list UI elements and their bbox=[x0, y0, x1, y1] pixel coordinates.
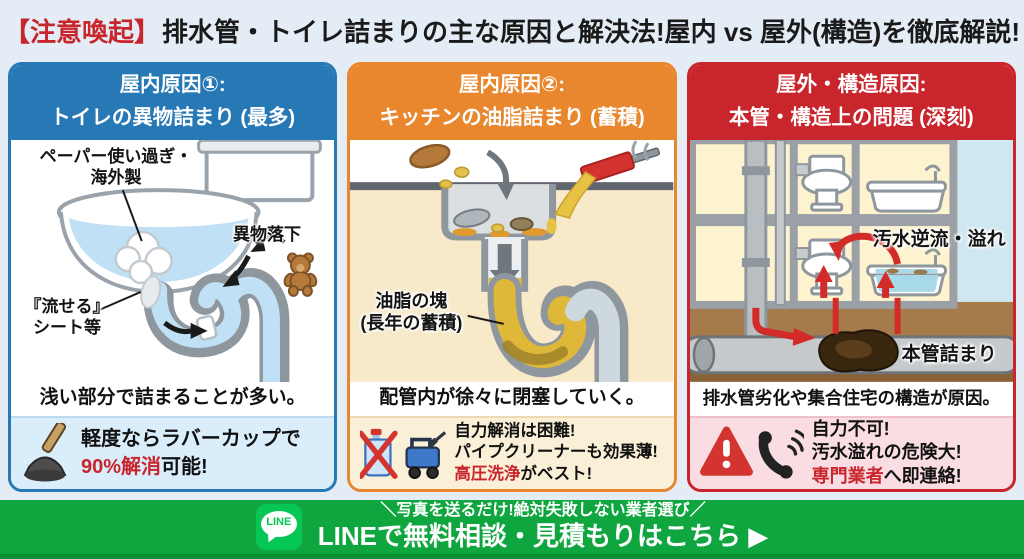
remedy-line1: 自力解消は困難! bbox=[454, 421, 576, 440]
cta-tagline: ＼写真を送るだけ!絶対失敗しない業者選び／ bbox=[380, 502, 706, 520]
panel-outdoor-structural: 屋外・構造原因: 本管・構造上の問題 (深刻) bbox=[686, 62, 1016, 492]
remedy-line3: 高圧洗浄がベスト! bbox=[454, 465, 593, 484]
title-main: 排水管・トイレ詰まりの主な原因と解決法!屋内 vs 屋外(構造)を徹底解説! bbox=[162, 16, 1021, 47]
label-paper-overuse: ペーパー使い過ぎ・ 海外製 bbox=[39, 146, 193, 187]
no-pipe-cleaner-and-pressure-washer-icon bbox=[360, 429, 447, 480]
panel-indoor-toilet-caption: 浅い部分で詰まることが多い。 bbox=[11, 381, 335, 416]
panel-indoor-toilet: 屋内原因①: トイレの異物詰まり (最多) bbox=[8, 62, 338, 492]
panel-header-line2: 本管・構造上の問題 (深刻) bbox=[728, 105, 974, 129]
remedy-line2: 汚水溢れの危険大! bbox=[811, 442, 962, 463]
panel-kitchen-grease-footer: 自力解消は困難! パイプクリーナーも効果薄! 高圧洗浄がベスト! bbox=[350, 415, 674, 489]
panel-header-line1: 屋内原因①: bbox=[119, 73, 226, 96]
panel-header-line1: 屋内原因②: bbox=[458, 73, 566, 96]
label-grease-lump: 油脂の塊 (長年の蓄積) bbox=[360, 290, 463, 334]
panel-kitchen-grease-header: 屋内原因②: キッチンの油脂詰まり (蓄積) bbox=[350, 65, 674, 140]
remedy-line2: 90%解消可能! bbox=[81, 456, 208, 479]
label-falling-object: 異物落下 bbox=[233, 224, 301, 244]
panels-row: 屋内原因①: トイレの異物詰まり (最多) bbox=[8, 62, 1016, 492]
label-flushable-sheet: 『流せる』 シート等 bbox=[24, 296, 110, 337]
line-icon-label: LINE bbox=[266, 516, 292, 528]
remedy-line2: パイプクリーナーも効果薄! bbox=[454, 443, 658, 462]
panel-header-line2: トイレの異物詰まり (最多) bbox=[50, 105, 296, 129]
building-sewer-illustration: 汚水逆流・溢れ 本管詰まり bbox=[689, 139, 1013, 382]
panel-header-line2: キッチンの油脂詰まり (蓄積) bbox=[379, 105, 645, 129]
remedy-line3: 専門業者へ即連絡! bbox=[811, 466, 962, 487]
label-sewage-backflow: 汚水逆流・溢れ bbox=[872, 228, 1006, 250]
panel-outdoor-structural-caption: 排水管劣化や集合住宅の構造が原因。 bbox=[689, 381, 1013, 416]
plunger-icon bbox=[23, 423, 67, 482]
warning-and-phone-icon bbox=[699, 426, 804, 479]
remedy-line1: 軽度ならラバーカップで bbox=[81, 428, 301, 451]
kitchen-drain-illustration: 油脂の塊 (長年の蓄積) bbox=[350, 139, 674, 382]
panel-indoor-toilet-footer: 軽度ならラバーカップで 90%解消可能! bbox=[11, 415, 335, 489]
page-title: 【注意喚起】 排水管・トイレ詰まりの主な原因と解決法!屋内 vs 屋外(構造)を… bbox=[0, 0, 1024, 60]
teddy-bear-icon bbox=[283, 252, 318, 297]
label-main-pipe-clog: 本管詰まり bbox=[901, 343, 997, 365]
line-app-icon[interactable]: LINE bbox=[255, 504, 302, 550]
panel-outdoor-structural-footer: 自力不可! 汚水溢れの危険大! 専門業者へ即連絡! bbox=[689, 415, 1013, 489]
panel-indoor-toilet-header: 屋内原因①: トイレの異物詰まり (最多) bbox=[11, 65, 335, 140]
alert-prefix: 【注意喚起】 bbox=[3, 16, 160, 47]
remedy-line1: 自力不可! bbox=[811, 418, 890, 439]
building-sewer-drawing bbox=[689, 139, 1013, 382]
panel-outdoor-structural-header: 屋外・構造原因: 本管・構造上の問題 (深刻) bbox=[689, 65, 1013, 140]
kitchen-drain-drawing bbox=[350, 139, 674, 382]
toilet-cross-section-drawing bbox=[56, 139, 322, 382]
toilet-illustration: ペーパー使い過ぎ・ 海外製 異物落下 『流せる』 シート等 bbox=[11, 139, 335, 382]
line-cta-banner[interactable]: LINE ＼写真を送るだけ!絶対失敗しない業者選び／ LINEで無料相談・見積も… bbox=[0, 500, 1024, 559]
panel-kitchen-grease-caption: 配管内が徐々に閉塞していく。 bbox=[350, 381, 674, 416]
cta-main-text[interactable]: LINEで無料相談・見積もりはこちら ▶ bbox=[317, 521, 769, 552]
panel-kitchen-grease: 屋内原因②: キッチンの油脂詰まり (蓄積) bbox=[347, 62, 677, 492]
panel-header-line1: 屋外・構造原因: bbox=[776, 73, 927, 96]
